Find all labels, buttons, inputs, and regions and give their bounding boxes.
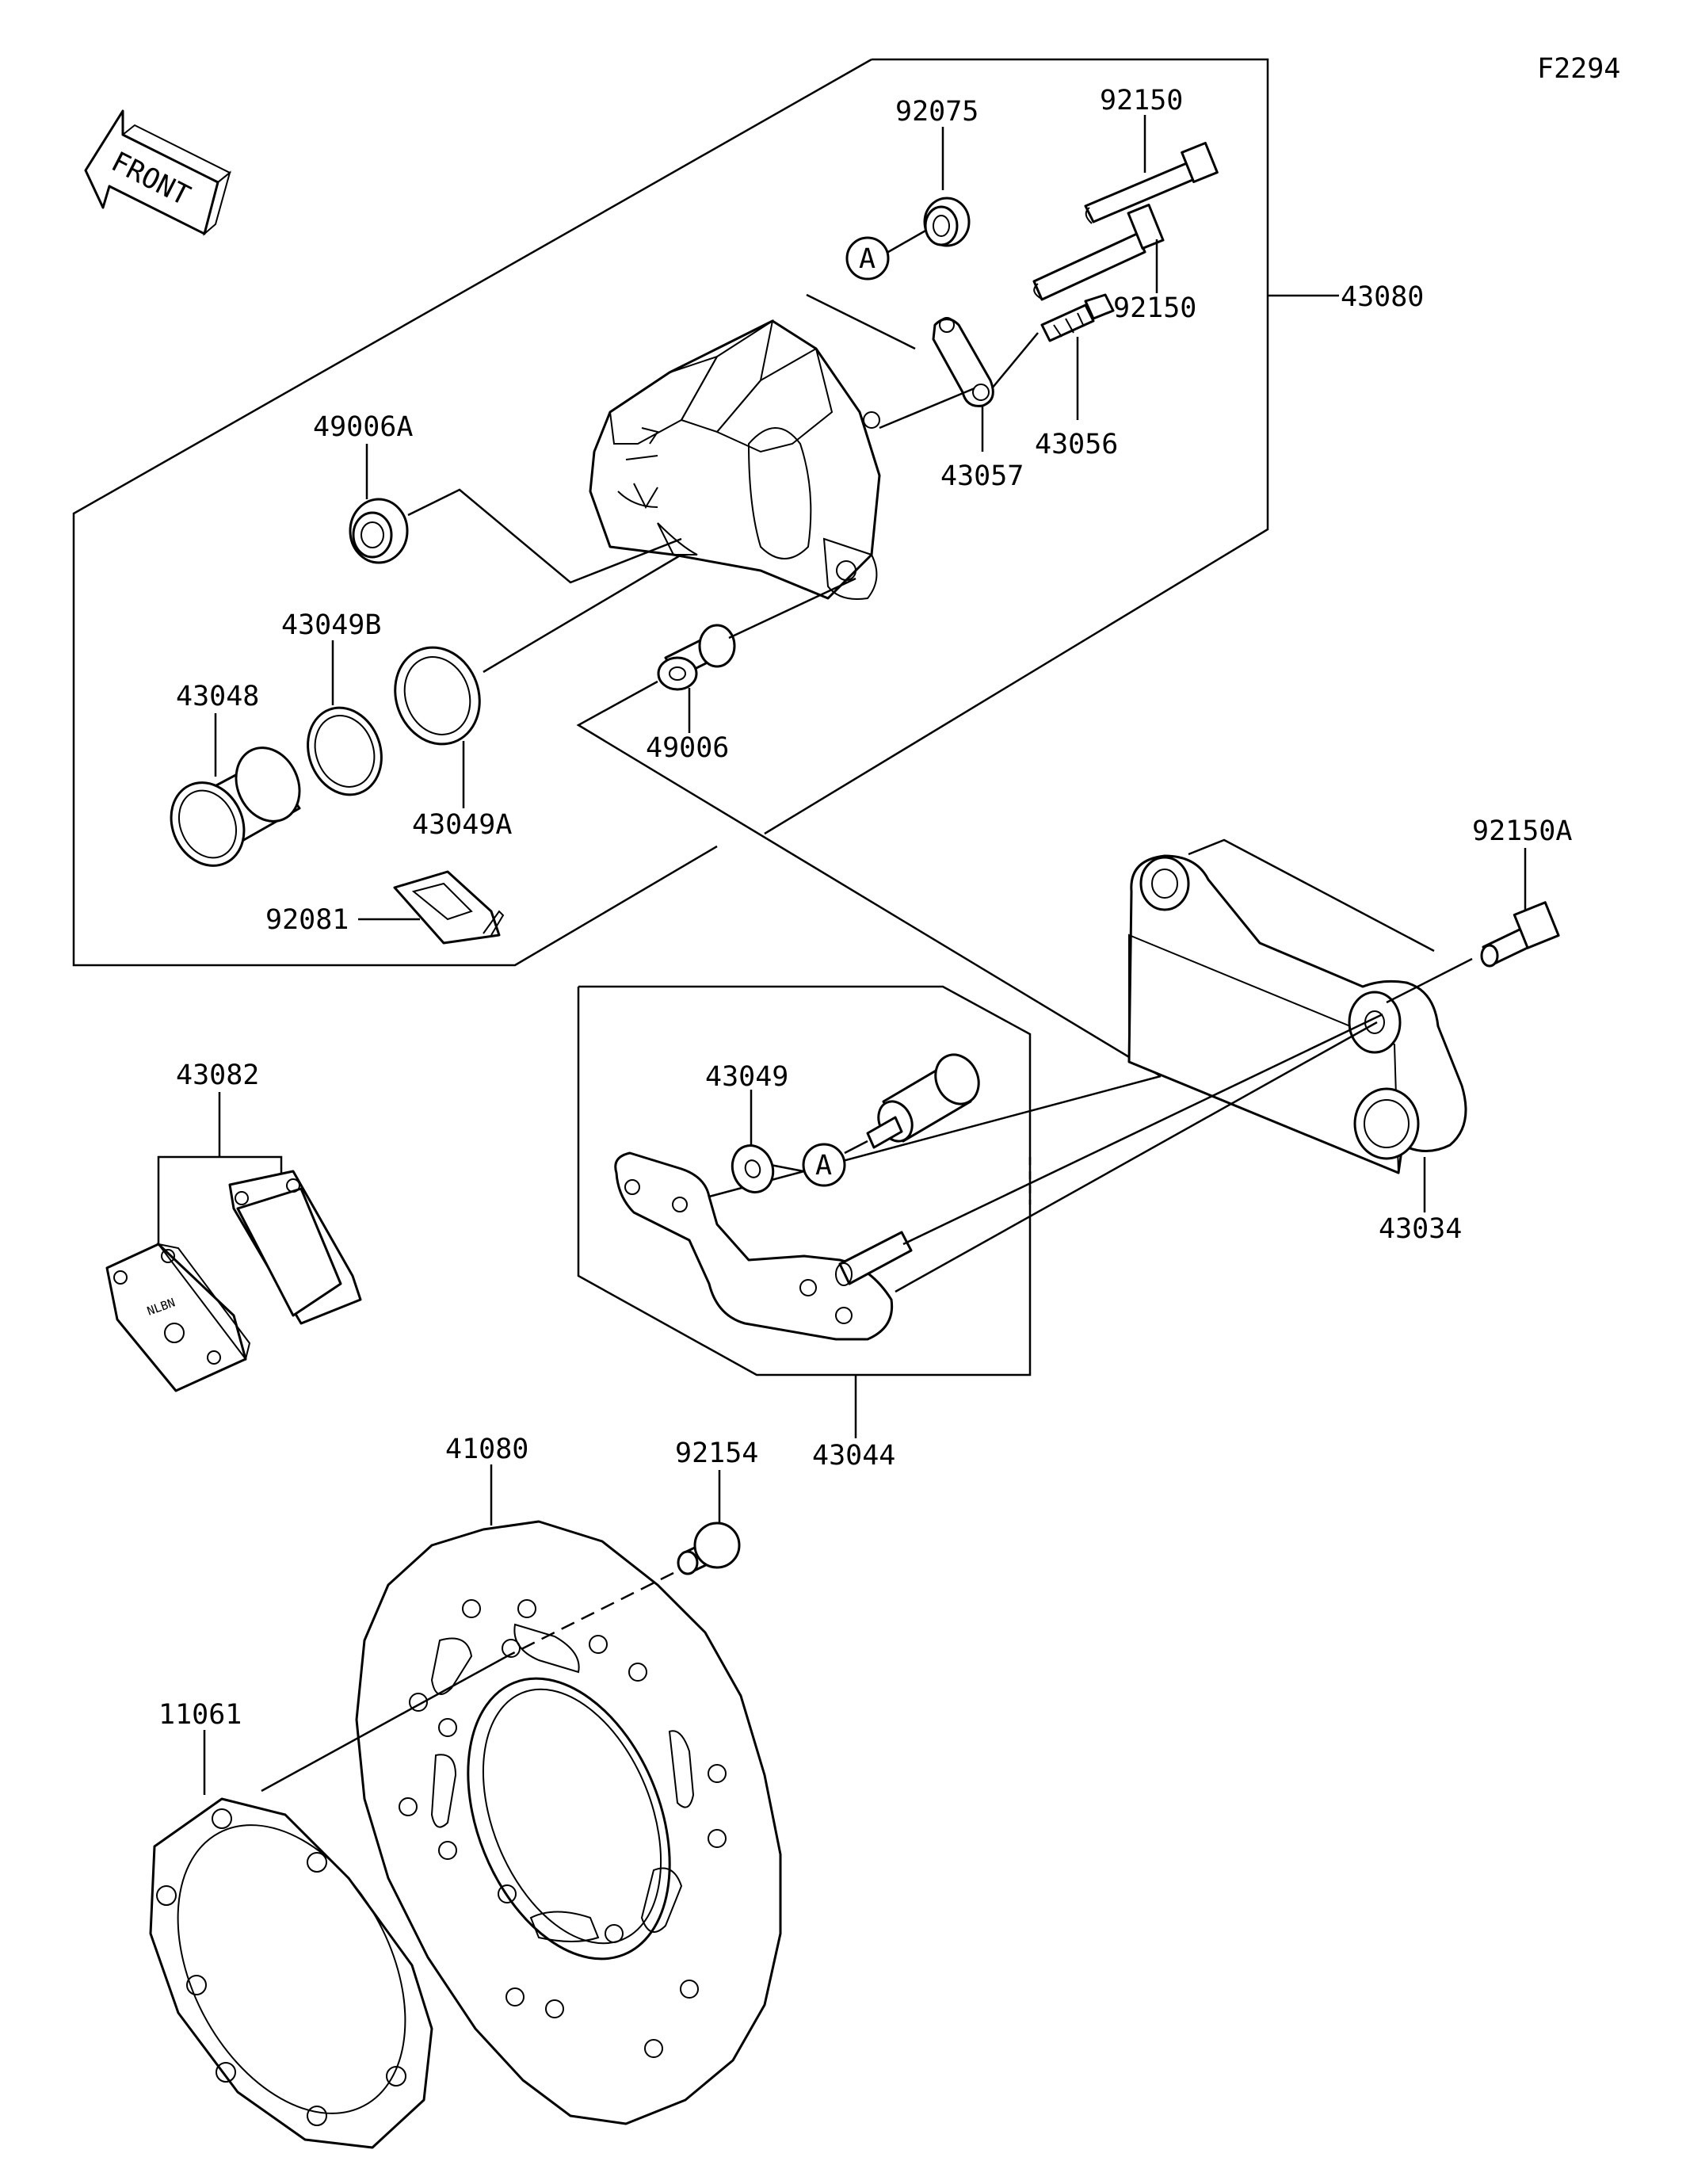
svg-text:A: A: [815, 1150, 832, 1182]
part-92081: 92081: [265, 904, 349, 936]
sleeve-pin: [866, 1053, 980, 1149]
front-arrow-icon: FRONT: [84, 109, 231, 236]
part-92154: 92154: [675, 1438, 758, 1469]
pin-92150-bottom: [1032, 204, 1165, 301]
seal-43049B: [307, 706, 383, 796]
part-41080: 41080: [445, 1434, 528, 1465]
support-assembly-frame: [577, 985, 1032, 1376]
figure-id: F2294: [1537, 53, 1620, 85]
part-11061: 11061: [158, 1699, 242, 1731]
part-43049B: 43049B: [281, 609, 381, 641]
part-92150A: 92150A: [1472, 815, 1572, 847]
support-plate-43044: [614, 1151, 894, 1341]
bracket-43034: [1127, 854, 1467, 1174]
callout-a-top: [845, 236, 890, 281]
part-43049A: 43049A: [412, 809, 512, 841]
brake-pad-rear: [228, 1170, 362, 1325]
pin-92150-top: [1084, 141, 1219, 224]
washer-43049: [731, 1144, 775, 1193]
shaft-43044: [835, 1231, 913, 1286]
brake-disc-41080: [355, 1520, 782, 2125]
callout-a-bottom: [802, 1143, 846, 1187]
brake-pad-front: NLBN: [105, 1243, 251, 1392]
piston-43048: [170, 746, 301, 867]
part-49006A: 49006A: [313, 411, 413, 443]
part-49006: 49006: [646, 732, 729, 764]
part-43080: 43080: [1341, 281, 1424, 313]
seal-92075: [923, 197, 971, 247]
seal-43049A: [394, 646, 481, 746]
pin-49006: [657, 624, 736, 691]
part-43044: 43044: [812, 1440, 895, 1472]
banjo-43057: [932, 317, 994, 407]
svg-text:A: A: [859, 243, 876, 275]
part-43057: 43057: [940, 460, 1024, 492]
bleeder-43056: [1040, 293, 1115, 342]
caliper-assembly-frame: [764, 58, 1269, 835]
bolt-92150A: [1480, 901, 1560, 968]
part-92150-bottom: 92150: [1113, 292, 1196, 324]
part-92075: 92075: [895, 96, 979, 128]
part-92150-top: 92150: [1100, 85, 1183, 116]
part-43056: 43056: [1035, 429, 1118, 460]
part-43034: 43034: [1379, 1213, 1462, 1245]
caliper-body: [589, 319, 881, 600]
part-43049: 43049: [705, 1061, 788, 1093]
part-43048: 43048: [176, 681, 259, 712]
gasket-11061: [149, 1797, 433, 2149]
part-43082: 43082: [176, 1060, 259, 1091]
boot-49006A: [349, 498, 409, 564]
clip-92081: [393, 870, 505, 945]
bolt-92154: [677, 1522, 741, 1575]
